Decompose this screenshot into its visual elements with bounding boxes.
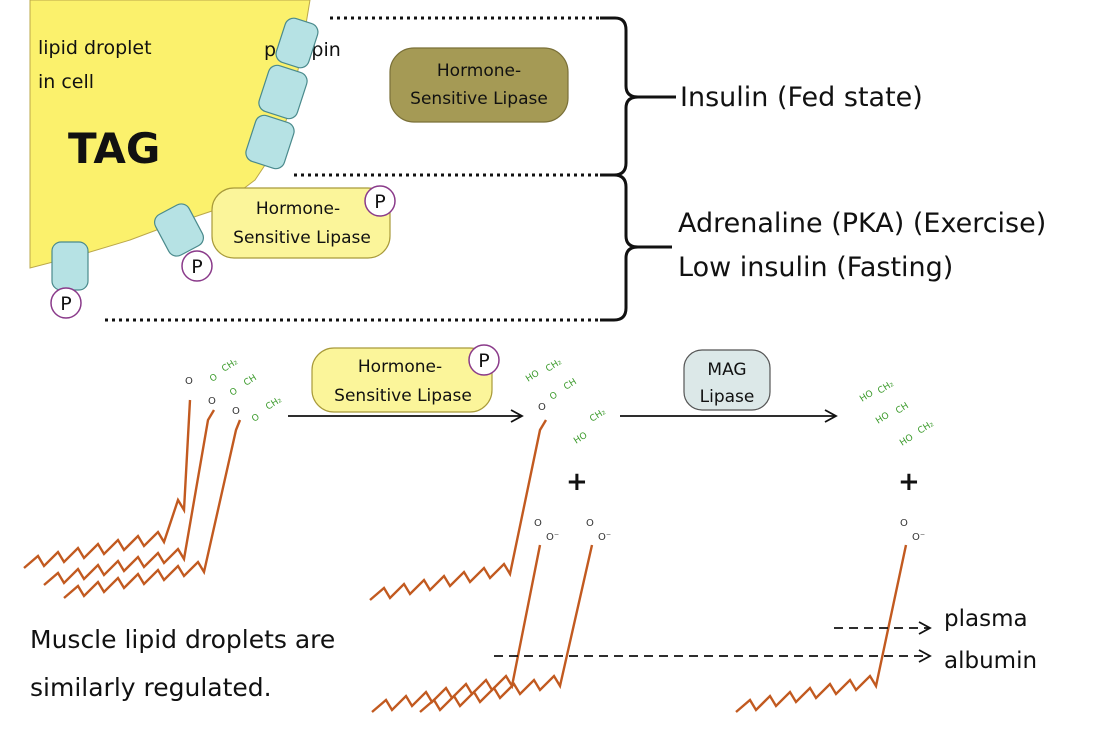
phospho-p: P [60, 293, 71, 315]
glycerol-atom: HO [524, 369, 541, 385]
mag-line1: MAG [707, 360, 746, 380]
oxygen: O⁻ [546, 532, 559, 543]
tag-label: TAG [68, 124, 160, 173]
plasma-label: plasma [944, 606, 1028, 632]
reaction-step-1: Hormone- Sensitive Lipase P [288, 344, 524, 423]
fatty-acid-chain [371, 544, 542, 713]
phospho-p: P [191, 256, 202, 278]
phospho-circle [364, 185, 396, 217]
mag-line2: Lipase [700, 387, 755, 407]
plus-sign: + [566, 467, 588, 497]
droplet-label-line1: lipid droplet [38, 37, 152, 59]
phospho-circle [181, 250, 213, 282]
hsl-active-droplet: Hormone- Sensitive Lipase P [211, 185, 396, 259]
condition-fasting: Low insulin (Fasting) [678, 252, 953, 283]
glycerol-atom: CH [562, 377, 578, 392]
glycerol-atom: O [208, 372, 219, 384]
hsl-step-line1: Hormone- [358, 357, 442, 377]
free-fatty-acid: O O⁻ [735, 518, 925, 713]
plus-sign: + [898, 467, 920, 497]
hsl-inactive: Hormone- Sensitive Lipase [389, 47, 569, 123]
phospho-p: P [374, 191, 385, 213]
glycerol-atom: O [548, 390, 559, 402]
glycerol-backbone: O CH₂ O CH O CH₂ [208, 357, 284, 425]
fatty-acid-chain [369, 419, 548, 601]
glycerol-atom: HO [874, 411, 891, 427]
phospho-p: P [478, 350, 489, 372]
droplet-label-line2: in cell [38, 71, 94, 93]
fatty-acid-chain [43, 409, 216, 586]
glycerol-atom: O [250, 412, 261, 424]
oxygen: O [538, 402, 546, 413]
conditions: Insulin (Fed state) Adrenaline (PKA) (Ex… [678, 82, 1046, 283]
oxygen: O [534, 518, 542, 529]
glycerol: HO CH₂ HO CH HO CH₂ [858, 379, 936, 449]
glycerol-atom: HO [898, 433, 915, 449]
perilipin-protein [51, 241, 89, 291]
glycerol-atom: HO [572, 431, 589, 447]
triacylglycerol: O O O O CH₂ O CH O CH₂ [23, 357, 284, 599]
reaction-step-2: MAG Lipase [620, 349, 838, 423]
fatty-acid-chain [23, 399, 192, 569]
glycerol-atom: HO [858, 389, 875, 405]
fatty-acid-chain [419, 544, 594, 713]
oxygen: O [900, 518, 908, 529]
phospho-circle [50, 287, 82, 319]
hsl-active-line2: Sensitive Lipase [233, 228, 371, 248]
glycerol-atom: CH [242, 373, 258, 388]
glycerol-atom: CH₂ [916, 419, 936, 437]
glycerol-atom: CH₂ [264, 395, 284, 413]
fatty-acid-chain [63, 419, 242, 599]
condition-fed: Insulin (Fed state) [680, 82, 923, 113]
muscle-note: Muscle lipid droplets are similarly regu… [30, 625, 335, 702]
note-line2: similarly regulated. [30, 673, 272, 702]
glycerol-atom: CH₂ [220, 357, 240, 375]
note-line1: Muscle lipid droplets are [30, 625, 335, 654]
hsl-inactive-line2: Sensitive Lipase [410, 89, 548, 109]
perilipin-coat [51, 17, 319, 291]
fatty-acid-chain [735, 544, 908, 713]
condition-exercise: Adrenaline (PKA) (Exercise) [678, 208, 1046, 239]
oxygen: O [586, 518, 594, 529]
oxygen: O [185, 376, 193, 387]
oxygen: O [232, 406, 240, 417]
state-brackets [105, 16, 676, 322]
oxygen: O⁻ [912, 532, 925, 543]
export-arrows: plasma albumin [494, 606, 1037, 674]
glycerol-atom: CH₂ [544, 357, 564, 375]
perilipin-protein [258, 64, 308, 120]
glycerol-atom: CH₂ [588, 407, 608, 425]
perilipin-phospho: P P [50, 250, 213, 319]
oxygen: O⁻ [598, 532, 611, 543]
hsl-step-line2: Sensitive Lipase [334, 386, 472, 406]
oxygen: O [208, 396, 216, 407]
lipid-droplet: lipid droplet in cell TAG perilipin [29, 0, 341, 269]
glycerol-atom: CH [894, 401, 910, 416]
perilipin-protein [275, 17, 319, 69]
glycerol-atom: O [228, 386, 239, 398]
perilipin-protein [153, 203, 205, 257]
hsl-active-line1: Hormone- [256, 199, 340, 219]
perilipin-protein [245, 114, 295, 170]
hsl-inactive-line1: Hormone- [437, 61, 521, 81]
free-fatty-acids-pair: O O⁻ O O⁻ [371, 518, 611, 713]
albumin-label: albumin [944, 648, 1037, 674]
glycerol-atom: CH₂ [876, 379, 896, 397]
